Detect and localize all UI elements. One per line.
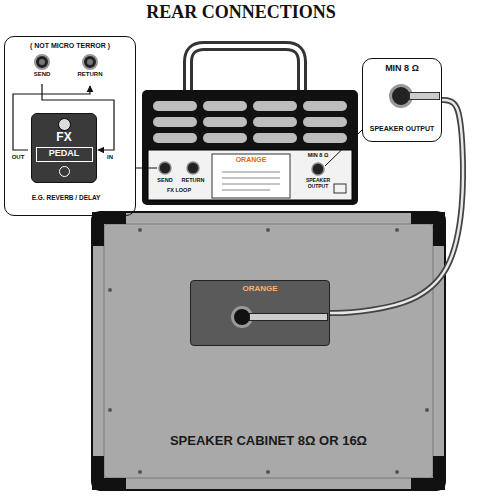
part-label: E.G. REVERB / DELAY	[11, 194, 121, 201]
node-text: SPEAKER CABINET 8Ω OR 16Ω	[92, 434, 445, 448]
part-label: SEND	[27, 71, 57, 78]
speaker-cabinet	[92, 212, 445, 490]
fx-pedal: FX PEDAL	[31, 113, 97, 183]
part-label: FX LOOP	[159, 187, 199, 193]
part-label: OUT	[8, 154, 28, 161]
node-text: ( NOT MICRO TERROR )	[5, 42, 135, 50]
node-text: PEDAL	[32, 149, 96, 159]
part-label: MIN 8 Ω	[300, 152, 336, 158]
cable-core	[330, 100, 463, 313]
page-title: REAR CONNECTIONS	[0, 2, 482, 23]
part-label: SEND	[153, 177, 177, 183]
node-text: MIN 8 Ω	[363, 64, 441, 74]
cabinet-jack-plate: ORANGE	[190, 280, 330, 346]
part-label: RETURN	[73, 71, 107, 78]
node-text: ORANGE	[212, 156, 290, 164]
decoration	[409, 92, 440, 100]
node-text: FX	[32, 131, 96, 144]
node-text: SPEAKER OUTPUT	[363, 125, 441, 133]
speaker-cable	[330, 100, 463, 313]
decoration	[59, 166, 70, 177]
decoration	[58, 118, 71, 131]
inset-panel: ( NOT MICRO TERROR ) FX PEDAL	[4, 36, 136, 216]
decoration	[249, 313, 328, 321]
part-label: IN	[102, 154, 118, 161]
inset-jacks	[35, 55, 97, 69]
node-text: ORANGE	[191, 285, 329, 294]
leader-lines	[136, 130, 362, 168]
amp-head	[142, 46, 358, 205]
speaker-output-callout: MIN 8 Ω SPEAKER OUTPUT	[362, 58, 442, 142]
part-label: SPEAKER OUTPUT	[298, 178, 338, 189]
speaker-cabinet: SPEAKER CABINET 8Ω OR 16Ω ORANGE	[92, 212, 445, 490]
part-label: RETURN	[179, 177, 207, 183]
